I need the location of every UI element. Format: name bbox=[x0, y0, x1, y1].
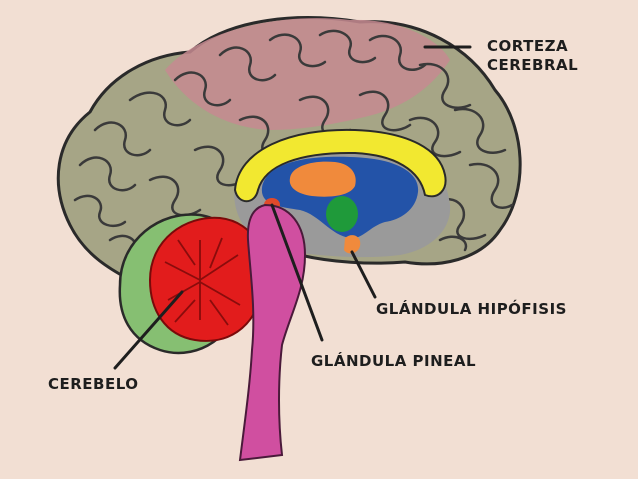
pineal-label: GLÁNDULA PINEAL bbox=[311, 352, 476, 371]
cortex-label: CORTEZA CEREBRAL bbox=[487, 37, 578, 75]
cortex-label-line1: CORTEZA bbox=[487, 37, 578, 56]
brainstem bbox=[240, 205, 305, 460]
pituitary-label: GLÁNDULA HIPÓFISIS bbox=[376, 300, 567, 319]
cerebellum-label: CEREBELO bbox=[48, 375, 139, 394]
hypothalamus bbox=[326, 196, 358, 232]
thalamus bbox=[290, 162, 356, 197]
cortex-label-line2: CEREBRAL bbox=[487, 56, 578, 75]
